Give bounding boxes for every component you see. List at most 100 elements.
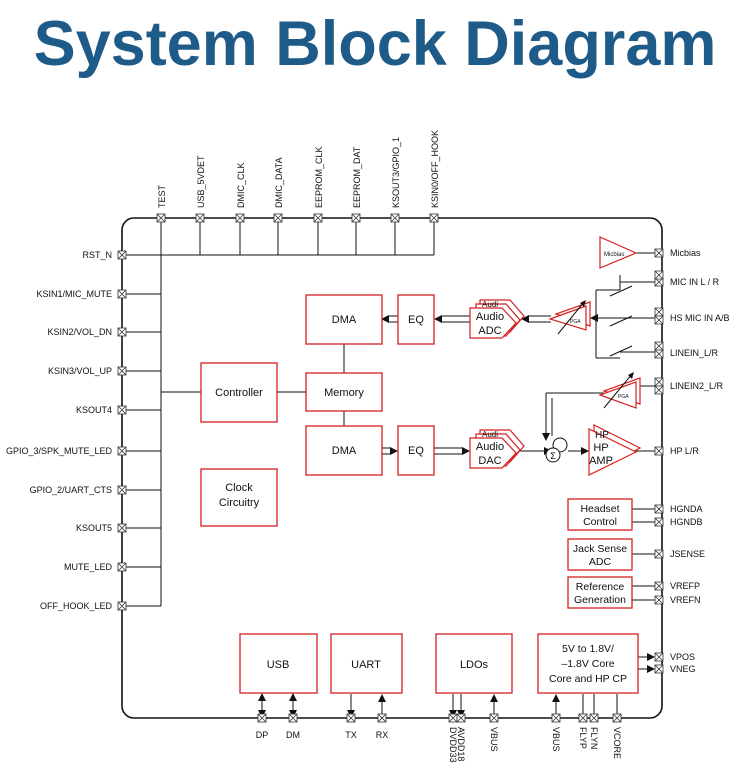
uart-block: UART bbox=[330, 633, 403, 694]
svg-text:Reference: Reference bbox=[576, 581, 625, 593]
pin-label-vpos: VPOS bbox=[670, 652, 695, 662]
pin-label-ksin3: KSIN3/VOL_UP bbox=[48, 366, 112, 376]
svg-text:HP: HP bbox=[595, 430, 609, 441]
left-pins bbox=[117, 250, 127, 611]
charge-pump-block: 5V to 1.8V/ –1.8V Core Core and HP CP bbox=[537, 633, 639, 694]
svg-text:Headset: Headset bbox=[580, 503, 619, 515]
top-pins bbox=[156, 213, 439, 223]
pin-label-eeprom-clk: EEPROM_CLK bbox=[314, 146, 324, 208]
page-title: System Block Diagram bbox=[33, 9, 717, 79]
svg-text:DAC: DAC bbox=[478, 455, 501, 467]
svg-text:5V to 1.8V/: 5V to 1.8V/ bbox=[562, 643, 614, 655]
pin-label-tx: TX bbox=[345, 730, 357, 740]
reference-generation-block: Reference Generation bbox=[567, 576, 633, 609]
pin-label-vcore: VCORE bbox=[612, 727, 622, 759]
svg-text:Clock: Clock bbox=[225, 482, 253, 494]
pin-label-linein2: LINEIN2_L/R bbox=[670, 381, 724, 391]
pin-label-hp: HP L/R bbox=[670, 446, 699, 456]
pin-label-vbus-cp: VBUS bbox=[551, 727, 561, 752]
svg-text:EQ: EQ bbox=[408, 314, 424, 326]
pin-label-ksin0-off-hook: KSIN0/OFF_HOOK bbox=[430, 130, 440, 208]
svg-text:Memory: Memory bbox=[324, 387, 364, 399]
svg-text:Micbias: Micbias bbox=[604, 252, 624, 258]
dma-top-block: DMA bbox=[305, 294, 383, 345]
svg-text:Audi: Audi bbox=[482, 300, 498, 309]
svg-text:Audi: Audi bbox=[482, 430, 498, 439]
bottom-pin-labels: DP DM TX RX DVDD33 AVDD18 VBUS VBUS FLYP… bbox=[256, 727, 622, 763]
pin-label-rst-n: RST_N bbox=[82, 250, 112, 260]
svg-text:DMA: DMA bbox=[332, 445, 357, 457]
pin-label-dmic-clk: DMIC_CLK bbox=[236, 162, 246, 208]
pin-label-gpio3: GPIO_3/SPK_MUTE_LED bbox=[6, 446, 113, 456]
pin-label-dvdd33: DVDD33 bbox=[448, 727, 458, 763]
svg-text:EQ: EQ bbox=[408, 445, 424, 457]
svg-text:USB: USB bbox=[267, 659, 290, 671]
svg-text:Audio: Audio bbox=[476, 311, 504, 323]
dma-bottom-block: DMA bbox=[305, 425, 383, 476]
usb-block: USB bbox=[239, 633, 318, 694]
svg-text:HP: HP bbox=[593, 442, 608, 454]
pin-label-flyp: FLYP bbox=[578, 727, 588, 749]
pga-input-amp: PGA bbox=[548, 300, 591, 335]
svg-text:Jack Sense: Jack Sense bbox=[573, 543, 627, 555]
audio-adc-block: Audi Audio ADC bbox=[469, 299, 525, 339]
audio-dac-block: Audi Audio DAC bbox=[469, 429, 525, 469]
pga-linein2-amp: PGA bbox=[598, 372, 641, 409]
pin-label-dmic-data: DMIC_DATA bbox=[274, 157, 284, 208]
svg-text:AMP: AMP bbox=[589, 455, 613, 467]
pin-label-ksout5: KSOUT5 bbox=[76, 523, 112, 533]
svg-text:Audio: Audio bbox=[476, 441, 504, 453]
svg-text:ADC: ADC bbox=[478, 325, 501, 337]
pin-label-rx: RX bbox=[376, 730, 389, 740]
jack-sense-adc-block: Jack Sense ADC bbox=[567, 538, 633, 571]
pin-label-jsense: JSENSE bbox=[670, 549, 705, 559]
svg-text:PGA: PGA bbox=[570, 319, 581, 325]
svg-text:–1.8V Core: –1.8V Core bbox=[561, 658, 614, 670]
svg-text:Σ: Σ bbox=[550, 451, 556, 461]
svg-text:PGA: PGA bbox=[618, 394, 629, 400]
pin-label-dm: DM bbox=[286, 730, 300, 740]
pin-label-mic-in: MIC IN L / R bbox=[670, 277, 720, 287]
hp-amp-block: HP HP AMP bbox=[588, 424, 642, 476]
pin-label-vrefn: VREFN bbox=[670, 595, 701, 605]
pin-label-hs-mic-in: HS MIC IN A/B bbox=[670, 313, 730, 323]
clock-circuitry-block: Clock Circuitry bbox=[200, 468, 278, 527]
pin-label-hgndb: HGNDB bbox=[670, 517, 703, 527]
pin-label-linein: LINEIN_L/R bbox=[670, 348, 719, 358]
pin-label-avdd18: AVDD18 bbox=[456, 727, 466, 761]
pin-label-vneg: VNEG bbox=[670, 664, 696, 674]
right-pin-labels: Micbias MIC IN L / R HS MIC IN A/B LINEI… bbox=[670, 248, 730, 674]
svg-text:ADC: ADC bbox=[589, 556, 612, 568]
pin-label-ksout3-gpio1: KSOUT3/GPIO_1 bbox=[391, 137, 401, 208]
left-pin-labels: RST_N KSIN1/MIC_MUTE KSIN2/VOL_DN KSIN3/… bbox=[6, 250, 113, 611]
pin-label-test: TEST bbox=[157, 184, 167, 208]
pin-label-ksout4: KSOUT4 bbox=[76, 405, 112, 415]
memory-block: Memory bbox=[305, 372, 383, 412]
bottom-pins bbox=[257, 713, 622, 723]
pin-label-off-hook-led: OFF_HOOK_LED bbox=[40, 601, 113, 611]
svg-text:Control: Control bbox=[583, 516, 617, 528]
top-pin-labels: TEST USB_5VDET DMIC_CLK DMIC_DATA EEPROM… bbox=[157, 130, 440, 208]
controller-block: Controller bbox=[200, 362, 278, 423]
eq-top-block: EQ bbox=[397, 294, 435, 345]
ldos-block: LDOs bbox=[435, 633, 513, 694]
pin-label-micbias: Micbias bbox=[670, 248, 701, 258]
pin-label-eeprom-dat: EEPROM_DAT bbox=[352, 146, 362, 208]
pin-label-vrefp: VREFP bbox=[670, 581, 700, 591]
pin-label-flyn: FLYN bbox=[589, 727, 599, 749]
pin-label-dp: DP bbox=[256, 730, 269, 740]
svg-text:Controller: Controller bbox=[215, 387, 263, 399]
svg-text:Generation: Generation bbox=[574, 594, 626, 606]
svg-text:UART: UART bbox=[351, 659, 381, 671]
micbias-amp: Micbias bbox=[599, 236, 638, 269]
pin-label-hgnda: HGNDA bbox=[670, 504, 703, 514]
svg-text:LDOs: LDOs bbox=[460, 659, 489, 671]
right-pins bbox=[654, 248, 664, 674]
pin-label-ksin1: KSIN1/MIC_MUTE bbox=[36, 289, 112, 299]
pin-label-gpio2: GPIO_2/UART_CTS bbox=[30, 485, 112, 495]
pin-label-mute-led: MUTE_LED bbox=[64, 562, 113, 572]
svg-text:DMA: DMA bbox=[332, 314, 357, 326]
eq-bottom-block: EQ bbox=[397, 425, 435, 476]
pin-label-ksin2: KSIN2/VOL_DN bbox=[47, 327, 112, 337]
